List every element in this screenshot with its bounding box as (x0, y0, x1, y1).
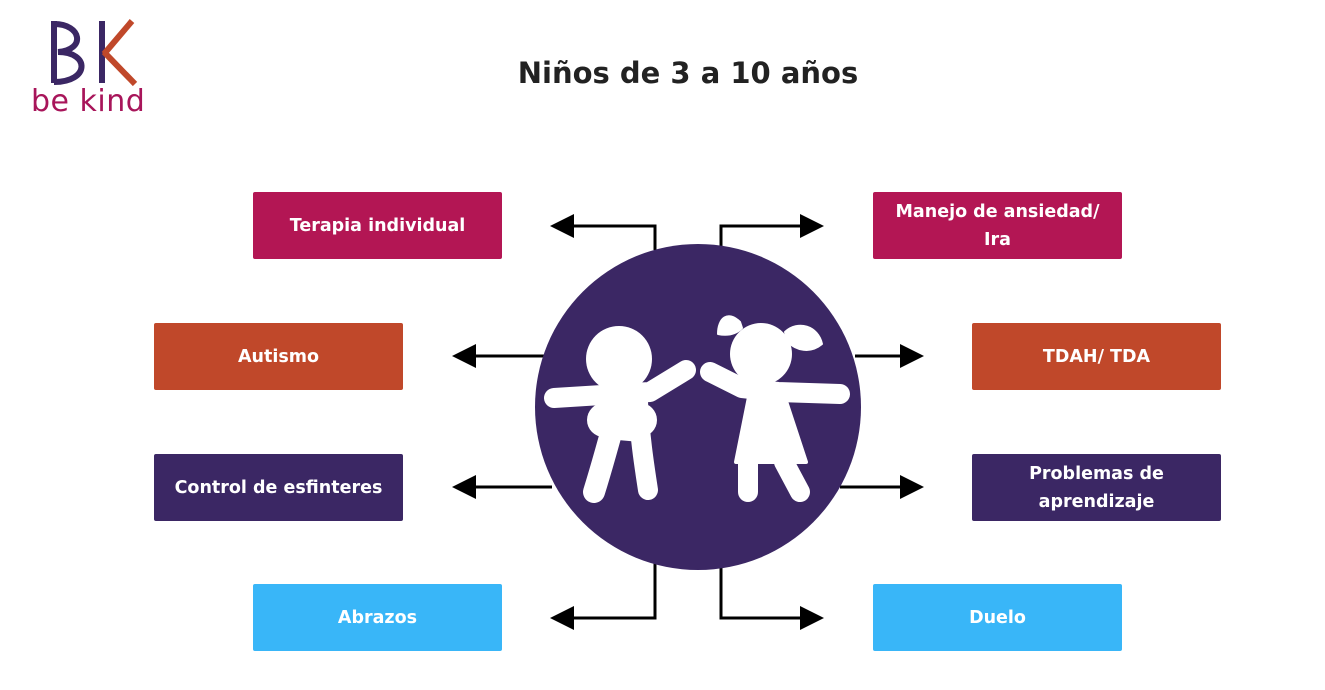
box-duelo: Duelo (873, 584, 1122, 651)
page-title: Niños de 3 a 10 años (517, 56, 859, 90)
be-kind-logo-icon (51, 19, 138, 87)
box-problemas-aprendizaje: Problemas de aprendizaje (972, 454, 1221, 521)
box-tdah: TDAH/ TDA (972, 323, 1221, 390)
children-playing-icon (544, 315, 850, 503)
box-terapia-individual: Terapia individual (253, 192, 502, 259)
box-abrazos: Abrazos (253, 584, 502, 651)
center-circle (535, 244, 861, 570)
box-manejo-ansiedad: Manejo de ansiedad/ Ira (873, 192, 1122, 259)
box-control-esfinteres: Control de esfinteres (154, 454, 403, 521)
box-autismo: Autismo (154, 323, 403, 390)
logo-text: be kind (31, 84, 146, 119)
